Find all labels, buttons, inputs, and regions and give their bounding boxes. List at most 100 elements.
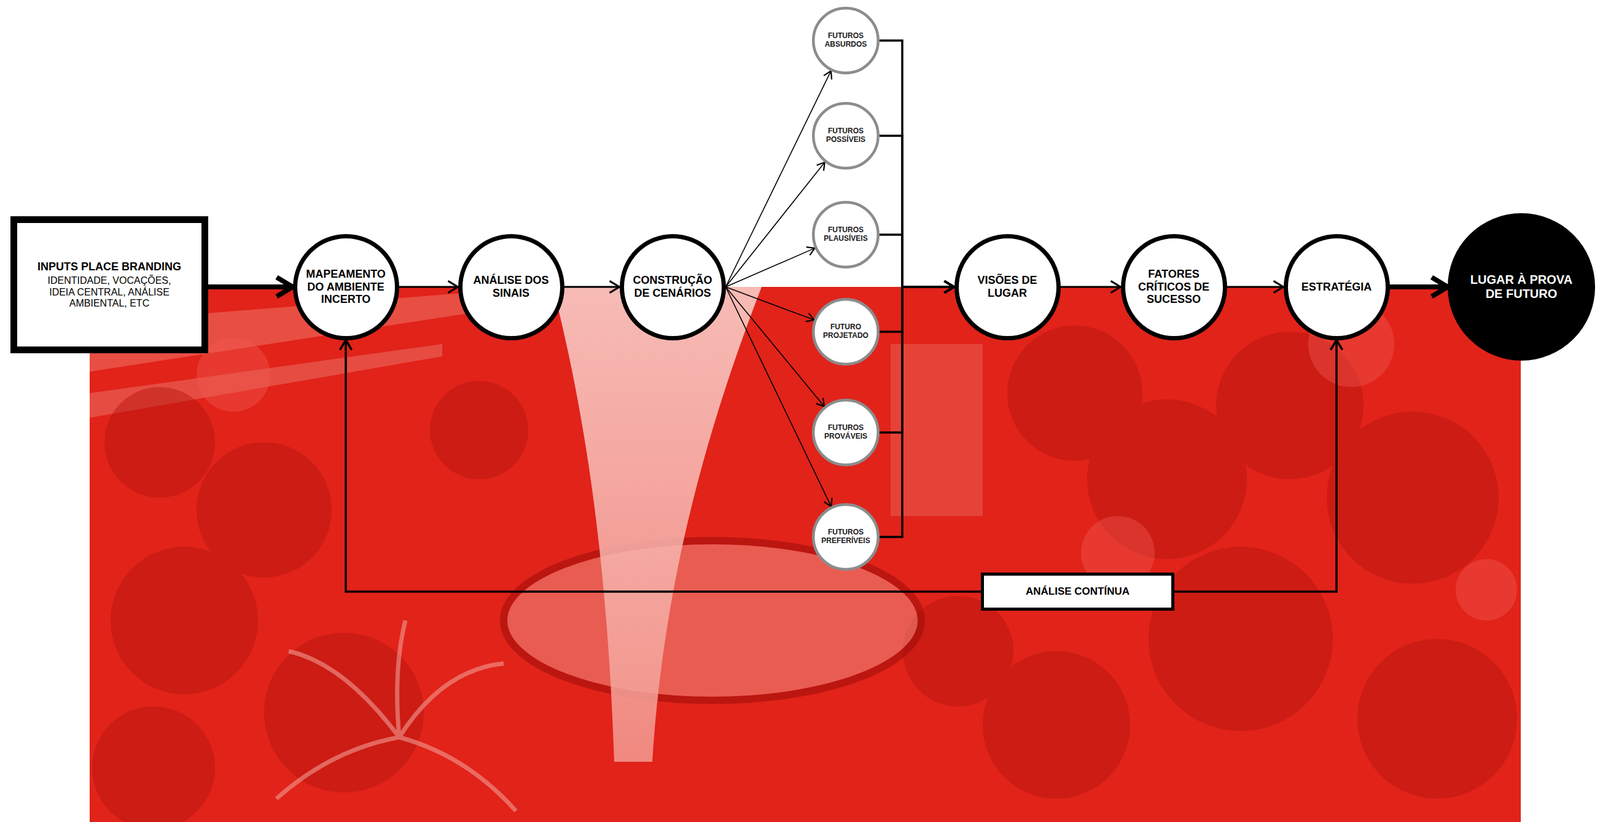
arrow-head — [806, 246, 816, 255]
arrow-head — [277, 277, 293, 297]
connector-line — [725, 162, 825, 287]
node-label: FUTUROS PROVÁVEIS — [818, 423, 873, 441]
foliage-blob — [104, 386, 215, 498]
connector-line — [879, 286, 953, 537]
node-label: ANÁLISE DOS SINAIS — [468, 273, 555, 300]
palm-leaves — [276, 620, 516, 811]
flow-connector — [879, 234, 955, 293]
node-label: FUTUROS POSSÍVEIS — [818, 127, 873, 145]
arrow-head — [448, 280, 459, 293]
connector-line — [879, 286, 953, 433]
foliage-blob — [1326, 411, 1499, 584]
connector-line — [879, 286, 953, 332]
circle-shape — [813, 399, 879, 465]
node-label: FUTUROS PLAUSÍVEIS — [818, 226, 873, 244]
foliage-blob — [92, 706, 215, 822]
palm-leaf — [288, 651, 400, 738]
arrow-head — [816, 162, 825, 171]
process-circle: CONSTRUÇÃO DE CENÁRIOS — [619, 234, 726, 341]
connector-line — [1060, 286, 1120, 289]
flow-connector — [1060, 280, 1121, 293]
flow-connector — [879, 280, 955, 332]
arrow-head — [816, 398, 825, 407]
node-label: LUGAR À PROVA DE FUTURO — [1464, 272, 1579, 301]
future-circle: FUTUROS POSSÍVEIS — [811, 101, 880, 170]
connector-line — [879, 234, 953, 287]
node-label: ESTRATÉGIA — [1301, 280, 1373, 294]
connector-line — [725, 71, 832, 287]
arrow-head — [1431, 277, 1448, 297]
input-box: INPUTS PLACE BRANDINGIDENTIDADE, VOCAÇÕE… — [10, 216, 209, 354]
connector-line — [725, 248, 815, 287]
feedback-box: ANÁLISE CONTÍNUA — [980, 572, 1175, 611]
flow-connector — [339, 340, 981, 593]
circle-shape — [813, 299, 879, 365]
node-label: INPUTS PLACE BRANDING — [37, 260, 182, 274]
foliage-blob — [110, 546, 258, 695]
connector-line — [1389, 284, 1445, 290]
foliage-blob — [1357, 638, 1518, 799]
node-label: FUTURO PROJETADO — [818, 323, 873, 341]
flow-connector — [725, 70, 833, 287]
future-circle: FUTUROS PLAUSÍVEIS — [811, 200, 880, 269]
stairs — [890, 343, 983, 516]
circle-shape — [294, 235, 397, 338]
palm-leaf — [397, 620, 406, 738]
flow-connector — [1227, 280, 1284, 293]
process-circle: FATORES CRÍTICOS DE SUCESSO — [1120, 234, 1228, 341]
circle-shape — [621, 235, 724, 338]
connector-line — [208, 284, 290, 290]
flow-connector — [399, 280, 459, 293]
red-photo — [89, 286, 1521, 822]
connector-line — [879, 40, 953, 287]
arrow-head — [609, 280, 620, 293]
flow-connector — [879, 40, 955, 293]
node-label: FUTUROS PREFERÍVEIS — [818, 528, 873, 546]
process-circle: MAPEAMENTO DO AMBIENTE INCERTO — [292, 234, 400, 341]
arrow-head — [1330, 340, 1343, 351]
circle-shape — [813, 103, 879, 169]
arrow-head — [823, 70, 832, 80]
palm-leaf — [399, 663, 504, 738]
flow-connector — [208, 277, 293, 297]
arrow-head — [339, 340, 352, 351]
foliage — [92, 325, 1518, 822]
foliage-blob — [429, 380, 529, 480]
flow-connector — [879, 135, 955, 293]
connector-line — [345, 341, 981, 592]
highlight-blob — [1455, 558, 1518, 621]
node-label: CONSTRUÇÃO DE CENÁRIOS — [629, 273, 716, 300]
future-circle: FUTUROS ABSURDOS — [811, 6, 880, 75]
flow-connector — [725, 286, 815, 322]
palm-leaf — [399, 737, 516, 811]
circle-shape — [1447, 213, 1596, 361]
node-body: IDENTIDADE, VOCAÇÕES, IDEIA CENTRAL, ANÁ… — [38, 275, 180, 309]
flow-connector — [1389, 277, 1449, 297]
connector-line — [564, 286, 619, 289]
flow-connector — [725, 246, 816, 287]
flow-connector — [725, 162, 825, 287]
arrow-head — [824, 497, 833, 507]
fountain-water — [552, 286, 762, 762]
outcome-circle: LUGAR À PROVA DE FUTURO — [1447, 213, 1596, 361]
process-circle: VISÕES DE LUGAR — [954, 234, 1061, 341]
node-label: MAPEAMENTO DO AMBIENTE INCERTO — [302, 267, 389, 306]
connector-line — [399, 286, 457, 289]
foliage-blob — [1148, 546, 1333, 731]
circle-shape — [956, 235, 1059, 338]
node-label: FUTUROS ABSURDOS — [818, 31, 873, 50]
connector-line — [1227, 286, 1283, 289]
circle-shape — [1285, 235, 1388, 338]
circle-shape — [813, 504, 879, 570]
flow-connector — [1174, 340, 1343, 593]
circle-shape — [460, 235, 562, 338]
arrow-head — [1273, 280, 1284, 293]
circle-shape — [813, 202, 879, 268]
process-circle: ANÁLISE DOS SINAIS — [458, 234, 565, 341]
future-circle: FUTUROS PROVÁVEIS — [811, 398, 880, 467]
future-circle: FUTUROS PREFERÍVEIS — [811, 503, 880, 571]
flow-connector — [879, 280, 955, 433]
